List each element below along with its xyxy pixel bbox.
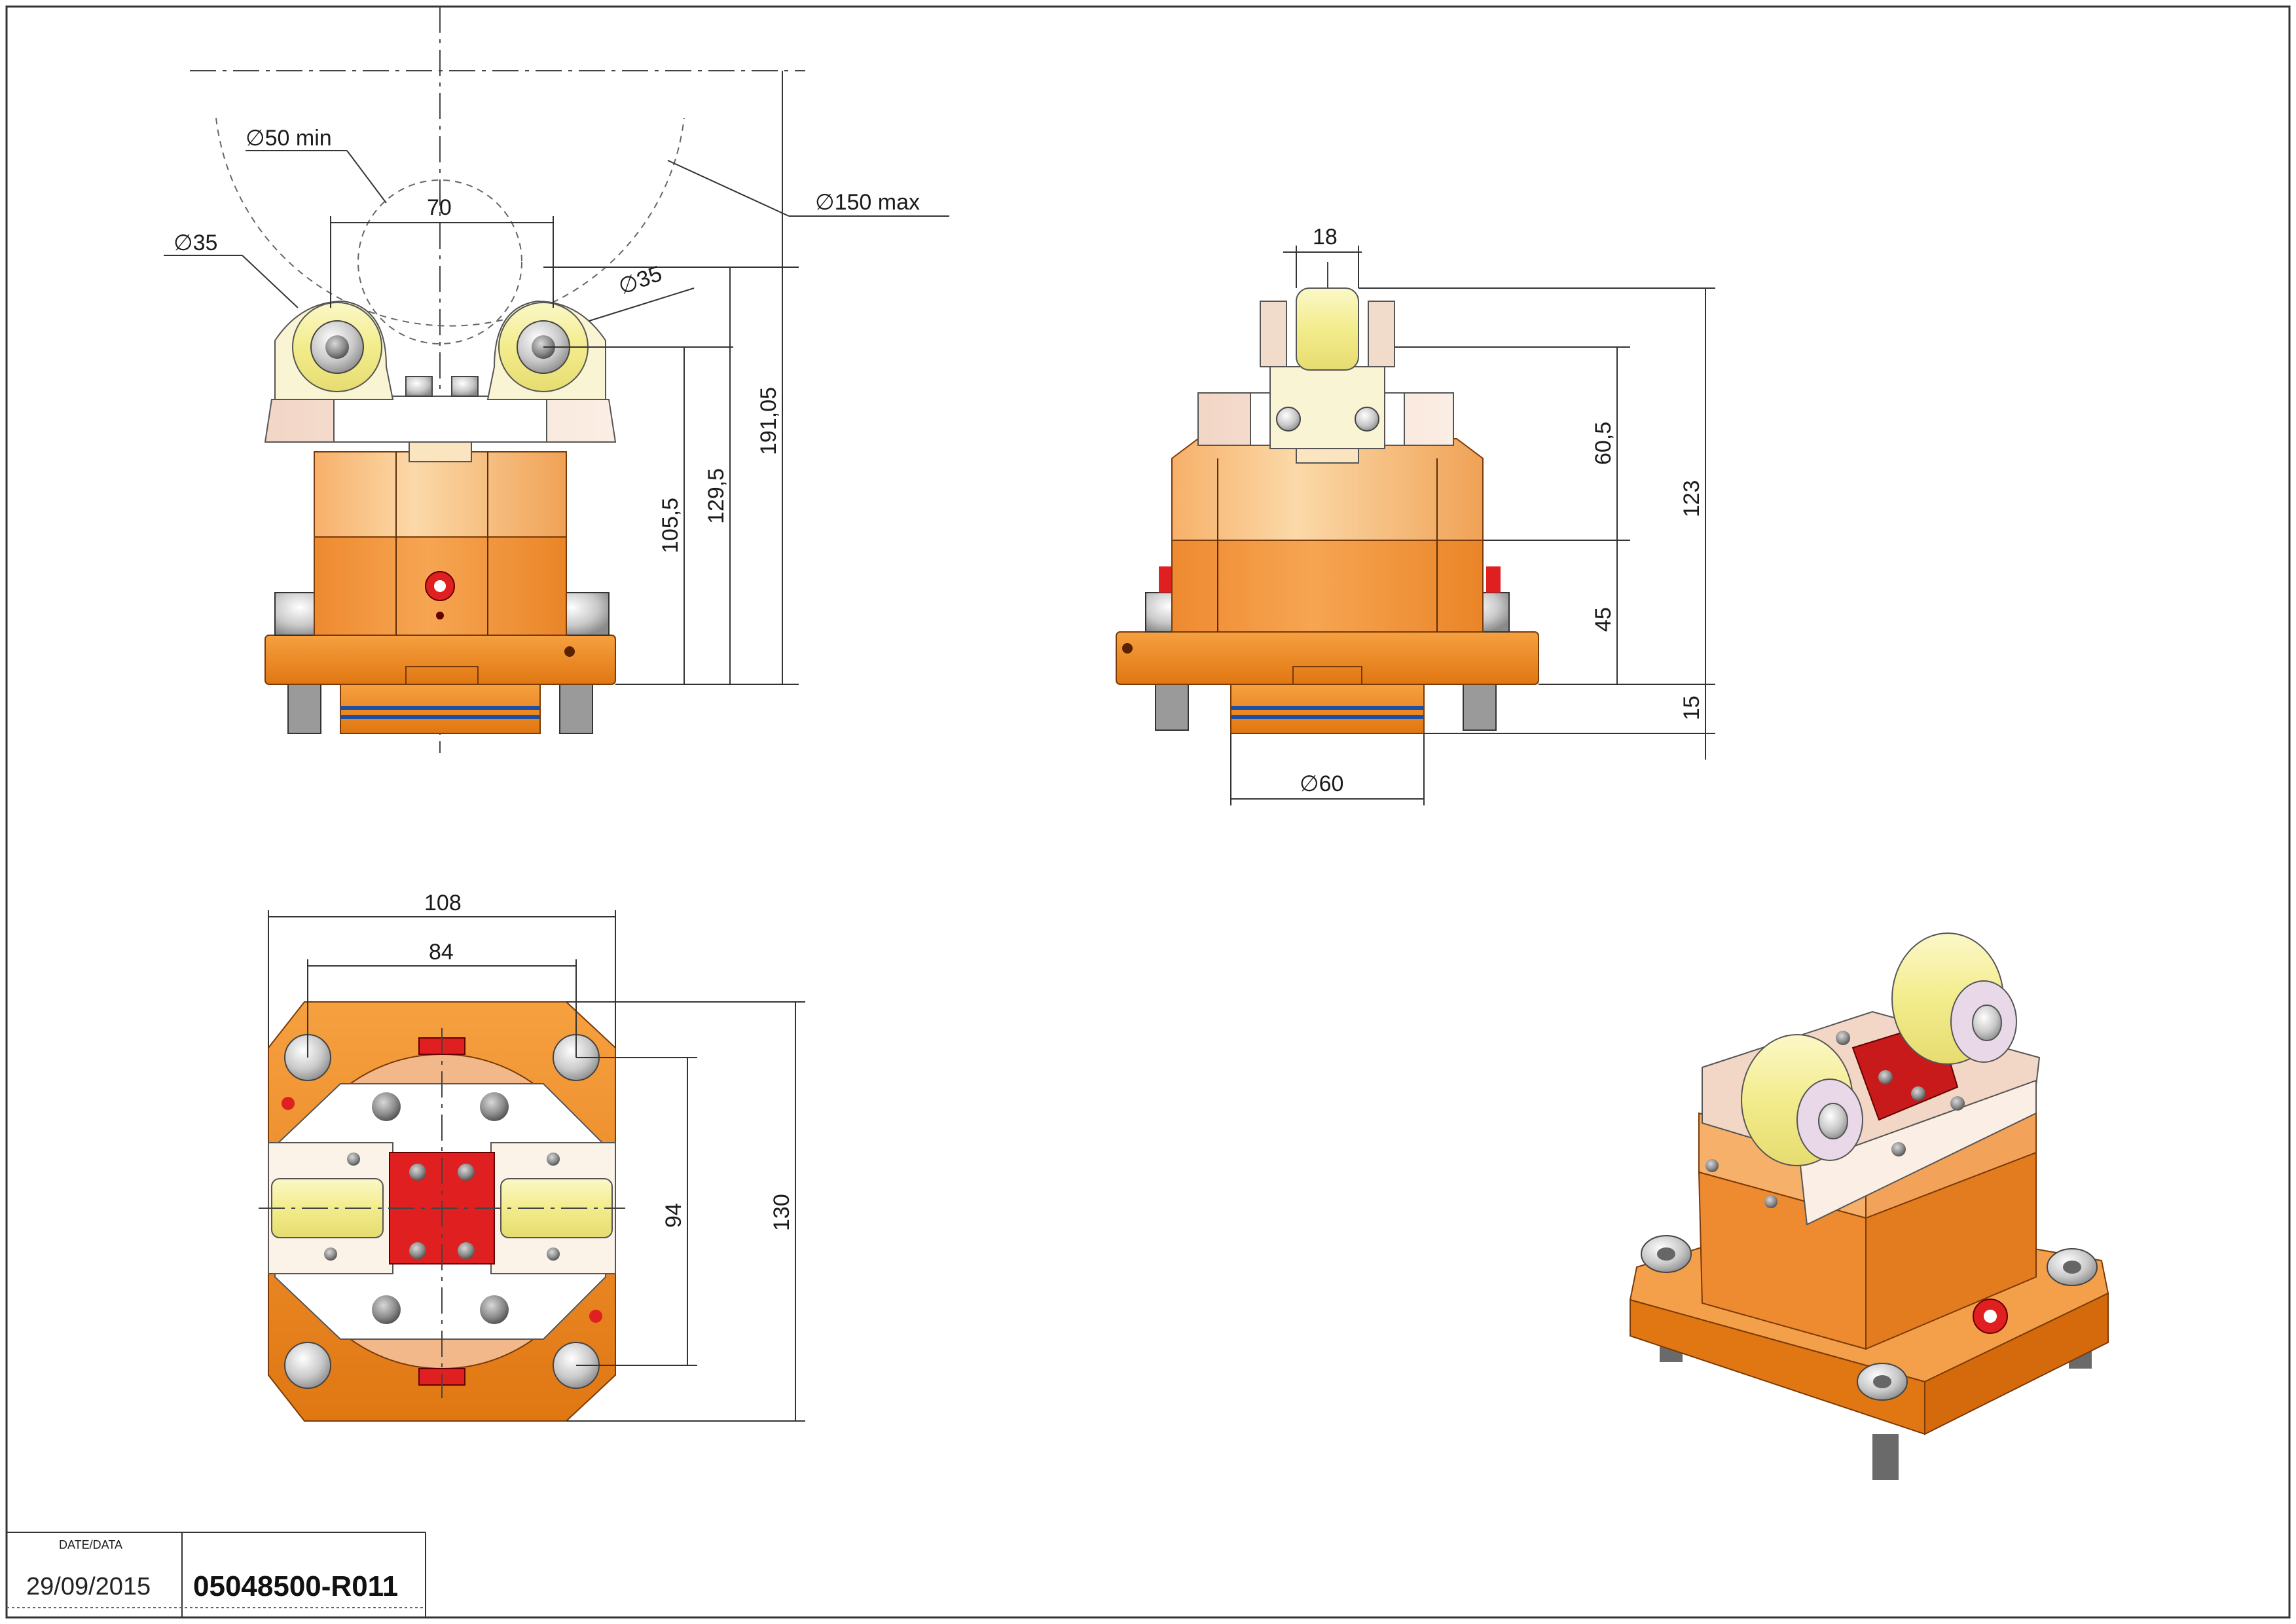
dim-105-5: 105,5 — [658, 498, 683, 553]
front-stud-right — [559, 684, 593, 734]
dim-18: 18 — [1313, 225, 1338, 249]
top-frame-screw-1 — [347, 1153, 360, 1166]
iso-red-screw-socket — [1984, 1310, 1997, 1323]
side-red-pin-left — [1159, 566, 1173, 593]
dim-84: 84 — [429, 940, 454, 965]
dim-dia35-left: ∅35 — [173, 231, 217, 255]
front-roller-left-screw — [325, 335, 349, 359]
dim-60-5: 60,5 — [1591, 422, 1616, 465]
front-stud-left — [287, 684, 321, 734]
top-clamp-screw-3 — [409, 1242, 426, 1259]
front-top-center-key — [409, 441, 472, 462]
top-clamp-screw-2 — [458, 1164, 475, 1181]
iso-bolt-front-socket — [1873, 1375, 1891, 1388]
leader-dia150 — [667, 160, 790, 217]
dim-45: 45 — [1591, 607, 1616, 632]
leader-dia50-b — [346, 150, 387, 204]
top-screw-3 — [372, 1295, 401, 1324]
side-base-plate — [1116, 631, 1539, 685]
side-view: 18 60,5 123 45 15 ∅60 — [1116, 225, 1715, 805]
iso-base-front-right — [1924, 1292, 2109, 1435]
dim-15: 15 — [1679, 695, 1704, 720]
sheet-border — [5, 5, 2291, 1619]
iso-roller-right-hub — [1972, 1005, 2002, 1041]
side-seal-ring-1 — [1231, 706, 1424, 710]
iso-plate-screw-1 — [1836, 1031, 1850, 1045]
front-body-upper — [314, 451, 567, 538]
isometric-view — [1629, 932, 2109, 1480]
iso-plate-screw-3 — [1891, 1142, 1906, 1156]
front-base-slot — [405, 666, 479, 685]
top-small-red-tl — [282, 1097, 295, 1110]
front-top-small-bolt-2 — [451, 376, 479, 397]
top-screw-2 — [480, 1092, 509, 1121]
top-corner-bolt-bl — [284, 1342, 331, 1389]
front-base-hole — [564, 646, 575, 657]
iso-side-screw-2 — [1764, 1195, 1777, 1208]
dim-108: 108 — [424, 891, 462, 915]
iso-plate-screw-2 — [1950, 1096, 1965, 1111]
iso-bolt-left-socket — [1657, 1247, 1675, 1261]
part-number: 05048500-R011 — [193, 1570, 398, 1602]
top-clamp-screw-4 — [458, 1242, 475, 1259]
leader-dia35-right — [589, 287, 695, 322]
dim-123: 123 — [1679, 480, 1704, 517]
front-seal-ring-1 — [340, 706, 540, 710]
iso-bolt-right-socket — [2063, 1261, 2081, 1274]
dim-94: 94 — [661, 1203, 686, 1228]
dim-191-05: 191,05 — [756, 387, 781, 455]
side-roller-frame-right — [1368, 301, 1395, 367]
top-view: 108 84 94 130 — [259, 891, 805, 1422]
side-holder-key — [1296, 448, 1359, 464]
iso-stud-front — [1872, 1434, 1899, 1480]
side-holder-screw-right — [1355, 407, 1379, 432]
dim-70: 70 — [427, 195, 452, 220]
front-top-plate-lip — [333, 396, 547, 443]
top-clamp-screw-1 — [409, 1164, 426, 1181]
min-part-circle — [357, 179, 522, 344]
date-value: 29/09/2015 — [26, 1573, 151, 1600]
iso-side-screw-1 — [1705, 1159, 1719, 1172]
side-roller-frame-left — [1260, 301, 1287, 367]
dim-dia60: ∅60 — [1300, 771, 1343, 796]
top-frame-screw-2 — [324, 1247, 337, 1261]
side-body-lower — [1171, 540, 1484, 633]
side-stud-right — [1463, 684, 1497, 731]
dim-dia150-max: ∅150 max — [815, 190, 920, 215]
side-holder-screw-left — [1276, 407, 1301, 432]
side-roller — [1296, 287, 1359, 371]
max-part-circle — [215, 117, 685, 327]
side-base-hole — [1122, 643, 1133, 654]
iso-wedge-screw-2 — [1911, 1086, 1925, 1101]
front-small-hole — [436, 612, 444, 619]
side-seal-ring-2 — [1231, 715, 1424, 719]
date-label: DATE/DATA — [59, 1538, 122, 1551]
front-seal-ring-2 — [340, 715, 540, 719]
iso-wedge-screw-1 — [1878, 1070, 1893, 1084]
front-red-screw-socket — [434, 580, 446, 592]
dim-dia50-min: ∅50 min — [246, 126, 332, 151]
top-screw-4 — [480, 1295, 509, 1324]
dim-130: 130 — [769, 1194, 794, 1231]
dim-129-5: 129,5 — [704, 468, 729, 524]
top-screw-1 — [372, 1092, 401, 1121]
front-base-plate — [264, 635, 616, 685]
side-stud-left — [1155, 684, 1189, 731]
front-top-small-bolt-1 — [405, 376, 433, 397]
title-block: DATE/DATA 29/09/2015 05048500-R011 — [7, 1532, 426, 1617]
front-view: ∅50 min ∅150 max ∅35 ∅35 70 105,5 129,5 … — [164, 7, 949, 753]
side-base-slot — [1292, 666, 1362, 685]
side-red-pin-right — [1486, 566, 1501, 593]
leader-dia35-left-b — [242, 255, 299, 308]
top-small-red-br — [589, 1310, 602, 1323]
top-frame-screw-3 — [547, 1153, 560, 1166]
iso-roller-left-hub — [1818, 1103, 1848, 1139]
top-frame-screw-4 — [547, 1247, 560, 1261]
